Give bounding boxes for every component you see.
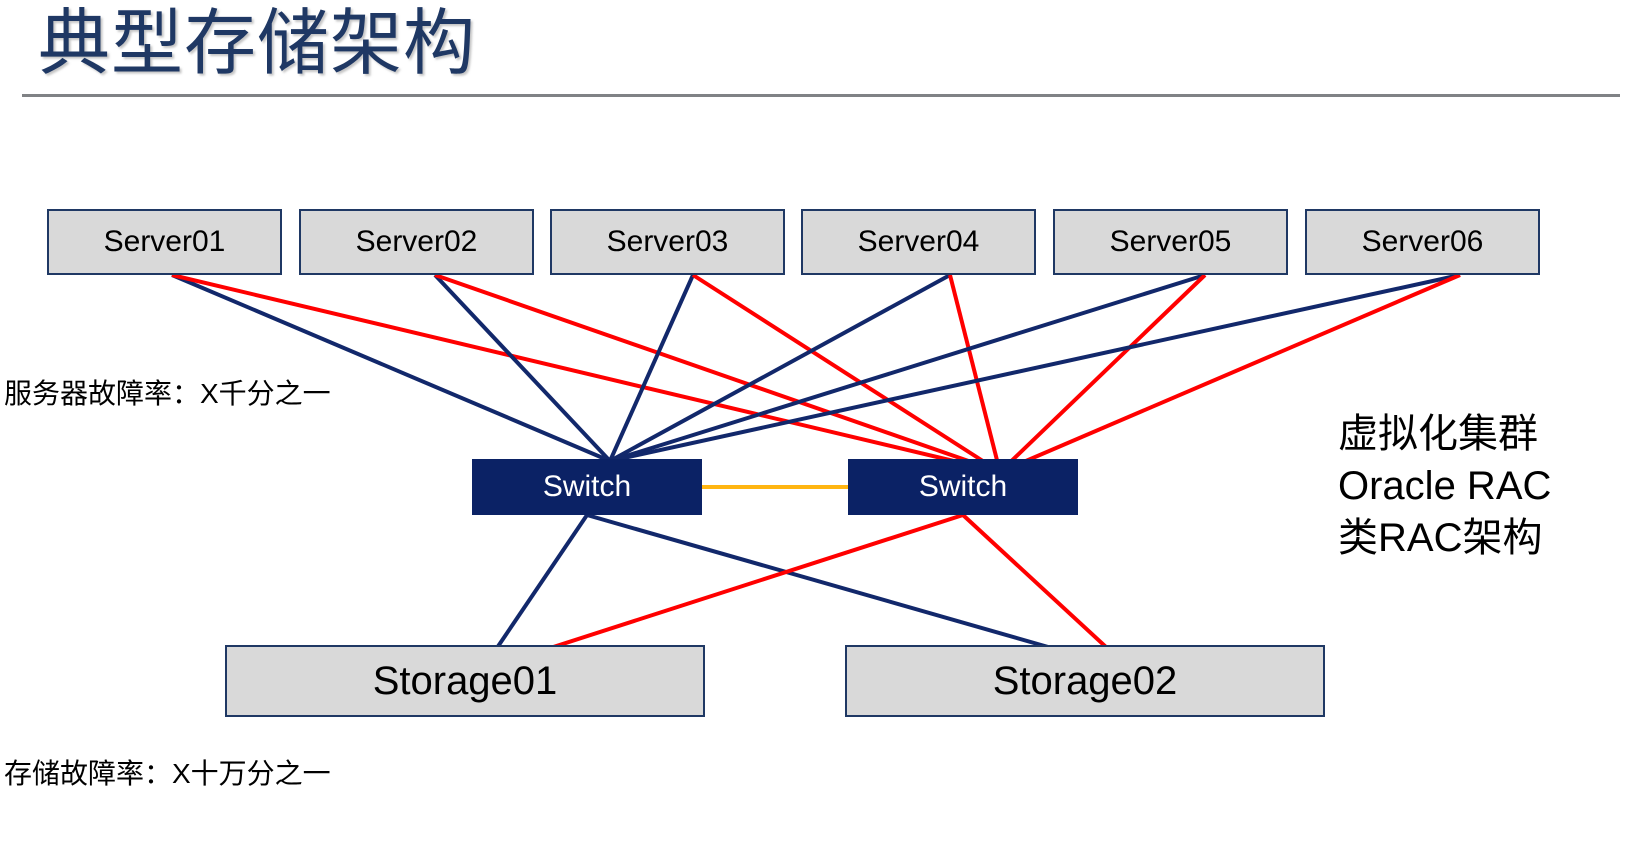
cluster-note-line-2: Oracle RAC: [1338, 464, 1552, 508]
cluster-note: 虚拟化集群 Oracle RAC 类RAC架构: [1338, 408, 1551, 564]
link-server-4-to-switch-left: [609, 273, 951, 463]
server-box-01[interactable]: Server01: [47, 209, 282, 275]
link-server-3-to-switch-left: [608, 274, 695, 462]
link-server-5-to-switch-right: [998, 273, 1207, 474]
storage-box-label: Storage02: [992, 658, 1178, 703]
server-box-06[interactable]: Server06: [1305, 209, 1540, 275]
storage-box-02[interactable]: Storage02: [845, 645, 1325, 717]
cluster-note-line-1: 虚拟化集群: [1338, 412, 1538, 456]
server-box-05[interactable]: Server05: [1053, 209, 1288, 275]
server-box-label: Server02: [355, 225, 478, 258]
switch-box-right[interactable]: Switch: [848, 459, 1078, 515]
switch-box-left[interactable]: Switch: [472, 459, 702, 515]
server-box-03[interactable]: Server03: [550, 209, 785, 275]
server-box-label: Server04: [857, 225, 980, 258]
server-box-label: Server05: [1109, 225, 1232, 258]
link-server-3-to-switch-right: [691, 273, 1002, 474]
storage-failure-rate-note: 存储故障率：X十万分之一: [4, 758, 331, 789]
link-server-4-to-switch-right: [948, 274, 1002, 473]
server-failure-rate-note: 服务器故障率：X千分之一: [4, 378, 331, 409]
link-server-2-to-switch-right: [434, 273, 1001, 474]
server-box-04[interactable]: Server04: [801, 209, 1036, 275]
link-server-1-to-switch-left: [171, 273, 611, 463]
server-box-label: Server01: [103, 225, 226, 258]
link-server-2-to-switch-left: [433, 273, 612, 463]
storage-box-label: Storage01: [372, 658, 558, 703]
title-divider: [22, 94, 1620, 97]
server-box-02[interactable]: Server02: [299, 209, 534, 275]
cluster-note-line-3: 类RAC架构: [1338, 516, 1543, 560]
switch-box-label: Switch: [918, 470, 1008, 503]
link-server-6-to-switch-left: [609, 273, 1461, 463]
storage-box-01[interactable]: Storage01: [225, 645, 705, 717]
server-box-label: Server03: [606, 225, 729, 258]
switch-box-label: Switch: [542, 470, 632, 503]
page-title: 典型存储架构: [38, 4, 477, 84]
server-box-label: Server06: [1361, 225, 1484, 258]
link-server-5-to-switch-left: [609, 273, 1206, 463]
